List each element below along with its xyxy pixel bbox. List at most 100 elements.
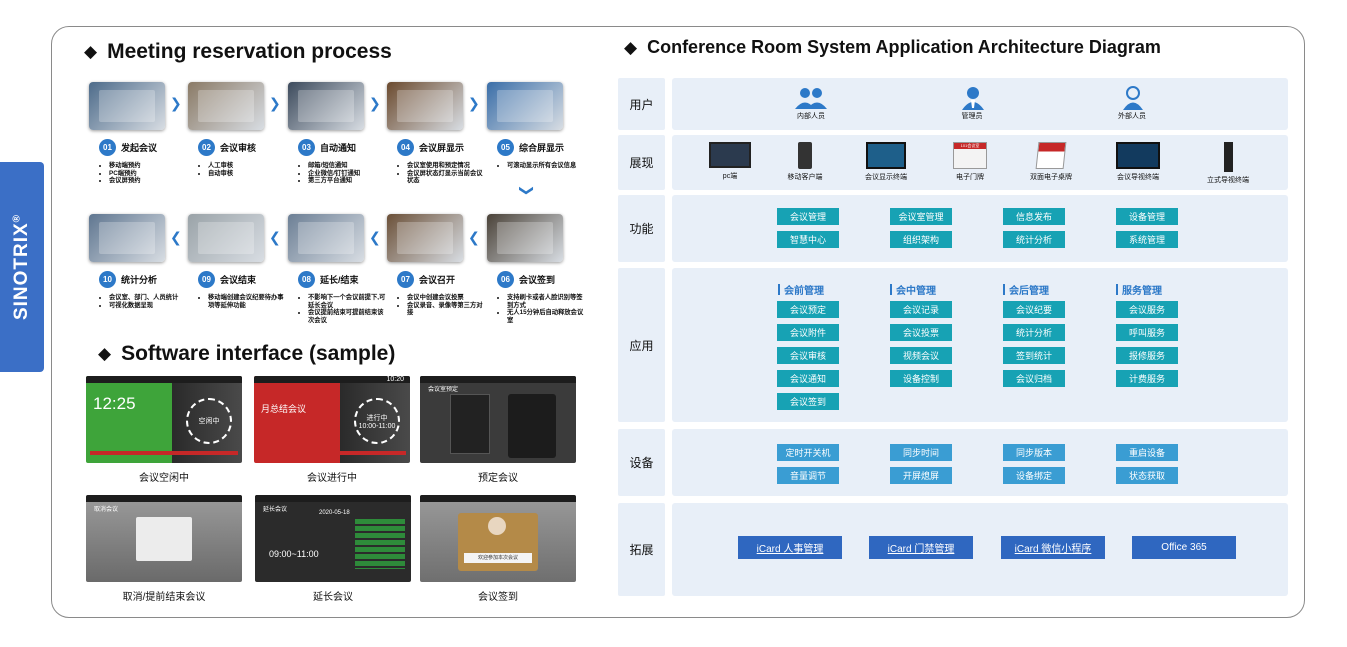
step-details: 支持刷卡或者人脸识别等签到方式无人15分钟后自动释放会议室: [501, 294, 585, 324]
screen-time: 12:25: [93, 394, 136, 413]
step-photo-detail: [497, 90, 553, 122]
step-photo: [487, 82, 563, 130]
step-details: 不影响下一个会议前提下,可延长会议会议提前结束可提前结束该次会议: [302, 294, 386, 324]
process-title-text: Meeting reservation process: [107, 40, 392, 63]
extension-icard-hr: iCard 人事管理: [738, 536, 842, 559]
step-photo: [89, 214, 165, 262]
brand-logo: SINOTRIX®: [11, 213, 32, 321]
device-label: 电子门牌: [956, 174, 984, 181]
step-name: 自动通知: [320, 143, 357, 153]
step-details: 人工审核自动审核: [202, 162, 286, 177]
device-function-item: 音量调节: [777, 467, 839, 484]
external-user-icon: [1122, 86, 1143, 110]
laptop-icon: [709, 142, 751, 168]
app-item: 会议归档: [1003, 370, 1065, 387]
device-desk-sign: 双面电子桌牌: [1006, 142, 1096, 182]
software-section-title: ◆ Software interface (sample): [98, 342, 395, 366]
chevron-right-icon: ❯: [369, 95, 381, 111]
device-function-item: 定时开关机: [777, 444, 839, 461]
step-photo-detail: [497, 222, 553, 254]
extension-label: iCard 门禁管理: [887, 544, 955, 555]
step-name: 会议签到: [519, 275, 556, 285]
process-step: 04会议屏显示会议室使用和预定情况会议屏状态灯显示当前会议状态: [387, 82, 487, 184]
app-item: 会议投票: [890, 324, 952, 341]
chevron-right-icon: ❯: [468, 95, 480, 111]
step-photo: [387, 82, 463, 130]
device-label: 会议导视终端: [1117, 174, 1159, 181]
step-name: 统计分析: [121, 275, 158, 285]
user-label: 内部人员: [797, 113, 825, 120]
row-label-users: 用户: [618, 78, 665, 130]
row-label-display: 展现: [618, 135, 665, 190]
screen-topbar: [255, 495, 411, 502]
status-ring: 空闲中: [186, 398, 232, 444]
device-function-item: 同步时间: [890, 444, 952, 461]
app-item: 会议服务: [1116, 301, 1178, 318]
diamond-bullet-icon: ◆: [84, 42, 98, 61]
device-function-item: 重启设备: [1116, 444, 1178, 461]
door-sign-text: 101会议室: [954, 143, 986, 149]
process-step: 05 综合屏显示可滚动显示所有会议信息: [487, 82, 587, 169]
screen-status-time: 10:00-11:00: [358, 422, 396, 430]
screen-checkin: 欢迎参加本次会议: [420, 495, 576, 582]
step-detail-item: 移动端预约: [109, 162, 187, 170]
step-photo: [288, 214, 364, 262]
step-name: 会议结束: [220, 275, 257, 285]
user-admin: 管理员: [932, 86, 1012, 121]
screen-meeting-title: 月总结会议: [261, 404, 307, 414]
step-name: 综合屏显示: [519, 143, 565, 153]
step-photo-detail: [198, 222, 254, 254]
device-function-item: 设备绑定: [1003, 467, 1065, 484]
step-detail-item: 会议室使用和预定情况: [407, 162, 485, 170]
step-photo: [89, 82, 165, 130]
app-item: 会议纪要: [1003, 301, 1065, 318]
process-section-title: ◆ Meeting reservation process: [84, 40, 392, 64]
step-detail-item: 会议屏预约: [109, 177, 187, 185]
row-label-extension: 拓展: [618, 503, 665, 596]
step-photo-detail: [198, 90, 254, 122]
function-item: 会议管理: [777, 208, 839, 225]
step-photo-detail: [298, 222, 354, 254]
step-name: 会议审核: [220, 143, 257, 153]
desk-sign-icon: [1035, 142, 1067, 169]
brand-tab: SINOTRIX®: [0, 162, 44, 372]
keypad: [508, 394, 556, 458]
door-sign-icon: 101会议室: [953, 142, 987, 169]
step-photo: [188, 214, 264, 262]
extension-icard-wechat: iCard 微信小程序: [1001, 536, 1105, 559]
function-item: 会议室管理: [890, 208, 952, 225]
step-photo: [188, 82, 264, 130]
app-item: 会议附件: [777, 324, 839, 341]
step-detail-item: 邮箱/短信通知: [308, 162, 386, 170]
step-number-badge: 03: [298, 139, 315, 156]
time-slots: [355, 519, 405, 569]
screen-reserve: 会议室预定: [420, 376, 576, 463]
standing-terminal-icon: [1223, 142, 1233, 172]
step-number-badge: 01: [99, 139, 116, 156]
screen-topbar: [86, 376, 242, 383]
step-number-badge: 05: [497, 139, 514, 156]
row-label-function: 功能: [618, 195, 665, 262]
row-label-device: 设备: [618, 429, 665, 496]
screen-in-progress: 10:20 月总结会议 进行中 10:00-11:00: [254, 376, 410, 463]
step-details: 移动端创建会议纪要待办事项等延伸功能: [202, 294, 286, 309]
step-number-badge: 08: [298, 271, 315, 288]
chevron-right-icon: ❯: [170, 95, 182, 111]
architecture-title-text: Conference Room System Application Archi…: [647, 37, 1161, 57]
step-details: 可滚动显示所有会议信息: [501, 162, 585, 170]
app-column-head: 会中管理: [890, 282, 936, 297]
step-number-badge: 02: [198, 139, 215, 156]
process-step: 07会议召开会议中创建会议投票会议录音、录像等第三方对接: [387, 214, 487, 316]
screen-caption: 会议签到: [478, 592, 518, 603]
screen-caption: 会议空闲中: [139, 473, 189, 484]
step-details: 邮箱/短信通知企业微信/钉钉通知第三方平台通知: [302, 162, 386, 185]
screen-caption: 会议进行中: [307, 473, 357, 484]
software-title-text: Software interface (sample): [121, 342, 396, 365]
app-item: 呼叫服务: [1116, 324, 1178, 341]
extension-label: iCard 人事管理: [756, 544, 824, 555]
row-label-application: 应用: [618, 268, 665, 422]
screen-status: 空闲中: [198, 418, 220, 425]
app-item: 会议预定: [777, 301, 839, 318]
step-detail-item: 会议中创建会议投票: [407, 294, 485, 302]
